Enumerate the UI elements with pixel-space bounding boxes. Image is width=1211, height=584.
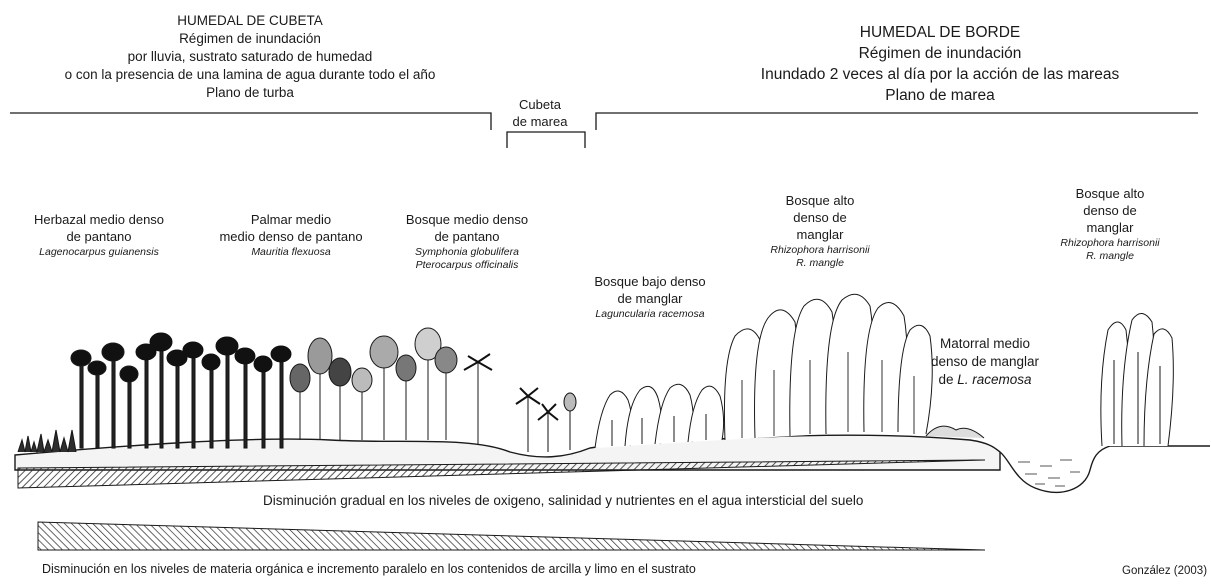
- zone-bosque-alto-1-name2: denso de: [793, 209, 847, 225]
- zone-matorral-name3: de L. racemosa: [920, 371, 1050, 389]
- zone-bosque-pantano-species1: Symphonia globulifera: [415, 245, 519, 258]
- caption-gradient-lower: Disminución en los niveles de materia or…: [42, 562, 696, 576]
- header-borde-title: HUMEDAL DE BORDE: [859, 24, 1021, 41]
- gradient-wedges: [17, 459, 986, 551]
- caption-gradient-upper: Disminución gradual en los niveles de ox…: [263, 493, 864, 508]
- zone-herbazal-name2: de pantano: [66, 228, 132, 244]
- zone-bosque-alto-1-species1: Rhizophora harrisonii: [770, 243, 870, 256]
- header-cubeta-line4: Plano de turba: [206, 84, 294, 100]
- header-cubeta-marea: Cubeta de marea: [500, 97, 580, 131]
- zone-palmar-species: Mauritia flexuosa: [251, 245, 331, 258]
- zone-herbazal: Herbazal medio denso de pantano Lagenoca…: [14, 212, 184, 259]
- cubeta-vegetation: [515, 387, 577, 452]
- zone-herbazal-name1: Herbazal medio denso: [33, 212, 165, 227]
- bosque-pantano-vegetation: [289, 327, 493, 444]
- zone-bosque-bajo: Bosque bajo denso de manglar Lagunculari…: [570, 274, 730, 321]
- zone-bosque-alto-2: Bosque alto denso de manglar Rhizophora …: [1045, 186, 1175, 264]
- zone-matorral-name3-prefix: de: [938, 372, 958, 388]
- header-cubeta-marea-line1: Cubeta: [519, 97, 561, 112]
- header-borde: HUMEDAL DE BORDE Régimen de inundación I…: [690, 22, 1190, 106]
- bosque-bajo-vegetation: [594, 383, 725, 449]
- header-cubeta-title: HUMEDAL DE CUBETA: [177, 13, 323, 28]
- header-cubeta-line1: Régimen de inundación: [179, 30, 321, 46]
- zone-bosque-alto-2-species1: Rhizophora harrisonii: [1060, 236, 1160, 249]
- zone-bosque-alto-2-species2: R. mangle: [1086, 250, 1134, 263]
- zone-bosque-alto-1-name1: Bosque alto: [785, 193, 855, 208]
- header-cubeta: HUMEDAL DE CUBETA Régimen de inundación …: [20, 12, 480, 102]
- bosque-alto-right-vegetation: [1100, 313, 1174, 447]
- zone-bosque-alto-1-name3: manglar: [796, 226, 844, 242]
- bosque-alto-vegetation: [723, 293, 985, 441]
- header-cubeta-marea-line2: de marea: [512, 113, 568, 129]
- zone-bosque-pantano-name2: de pantano: [434, 228, 500, 244]
- zone-palmar: Palmar medio medio denso de pantano Maur…: [196, 212, 386, 259]
- zone-bosque-pantano-name1: Bosque medio denso: [405, 212, 529, 227]
- zone-herbazal-species: Lagenocarpus guianensis: [39, 245, 159, 258]
- credit-text: González (2003): [1122, 565, 1208, 577]
- zone-matorral: Matorral medio denso de manglar de L. ra…: [920, 335, 1050, 390]
- header-brackets: [10, 112, 1198, 148]
- zone-bosque-pantano: Bosque medio denso de pantano Symphonia …: [382, 212, 552, 273]
- zone-palmar-name1: Palmar medio: [250, 212, 332, 227]
- header-borde-line3: Plano de marea: [885, 87, 995, 105]
- zone-bosque-alto-1: Bosque alto denso de manglar Rhizophora …: [755, 193, 885, 271]
- palmar-vegetation: [135, 332, 292, 449]
- zone-bosque-alto-2-name1: Bosque alto: [1075, 186, 1145, 201]
- herbazal-vegetation: [17, 342, 139, 455]
- zone-bosque-bajo-name1: Bosque bajo denso: [594, 274, 706, 289]
- zone-matorral-name2: denso de manglar: [930, 354, 1040, 370]
- zone-bosque-pantano-species2: Pterocarpus officinalis: [415, 259, 519, 272]
- zone-bosque-bajo-name2: de manglar: [617, 290, 683, 306]
- zone-bosque-alto-2-name3: manglar: [1086, 219, 1134, 235]
- zone-matorral-name1: Matorral medio: [939, 336, 1031, 351]
- zone-bosque-bajo-species: Laguncularia racemosa: [595, 307, 705, 320]
- header-cubeta-line3: o con la presencia de una lamina de agua…: [64, 66, 436, 82]
- zone-palmar-name2: medio denso de pantano: [219, 228, 363, 244]
- header-cubeta-line2: por lluvia, sustrato saturado de humedad: [127, 48, 373, 64]
- header-borde-line2: Inundado 2 veces al día por la acción de…: [760, 66, 1120, 84]
- zone-bosque-alto-2-name2: denso de: [1083, 202, 1137, 218]
- header-borde-line1: Régimen de inundación: [858, 45, 1022, 63]
- zone-bosque-alto-1-species2: R. mangle: [796, 257, 844, 270]
- zone-matorral-name3-species: L. racemosa: [957, 372, 1032, 388]
